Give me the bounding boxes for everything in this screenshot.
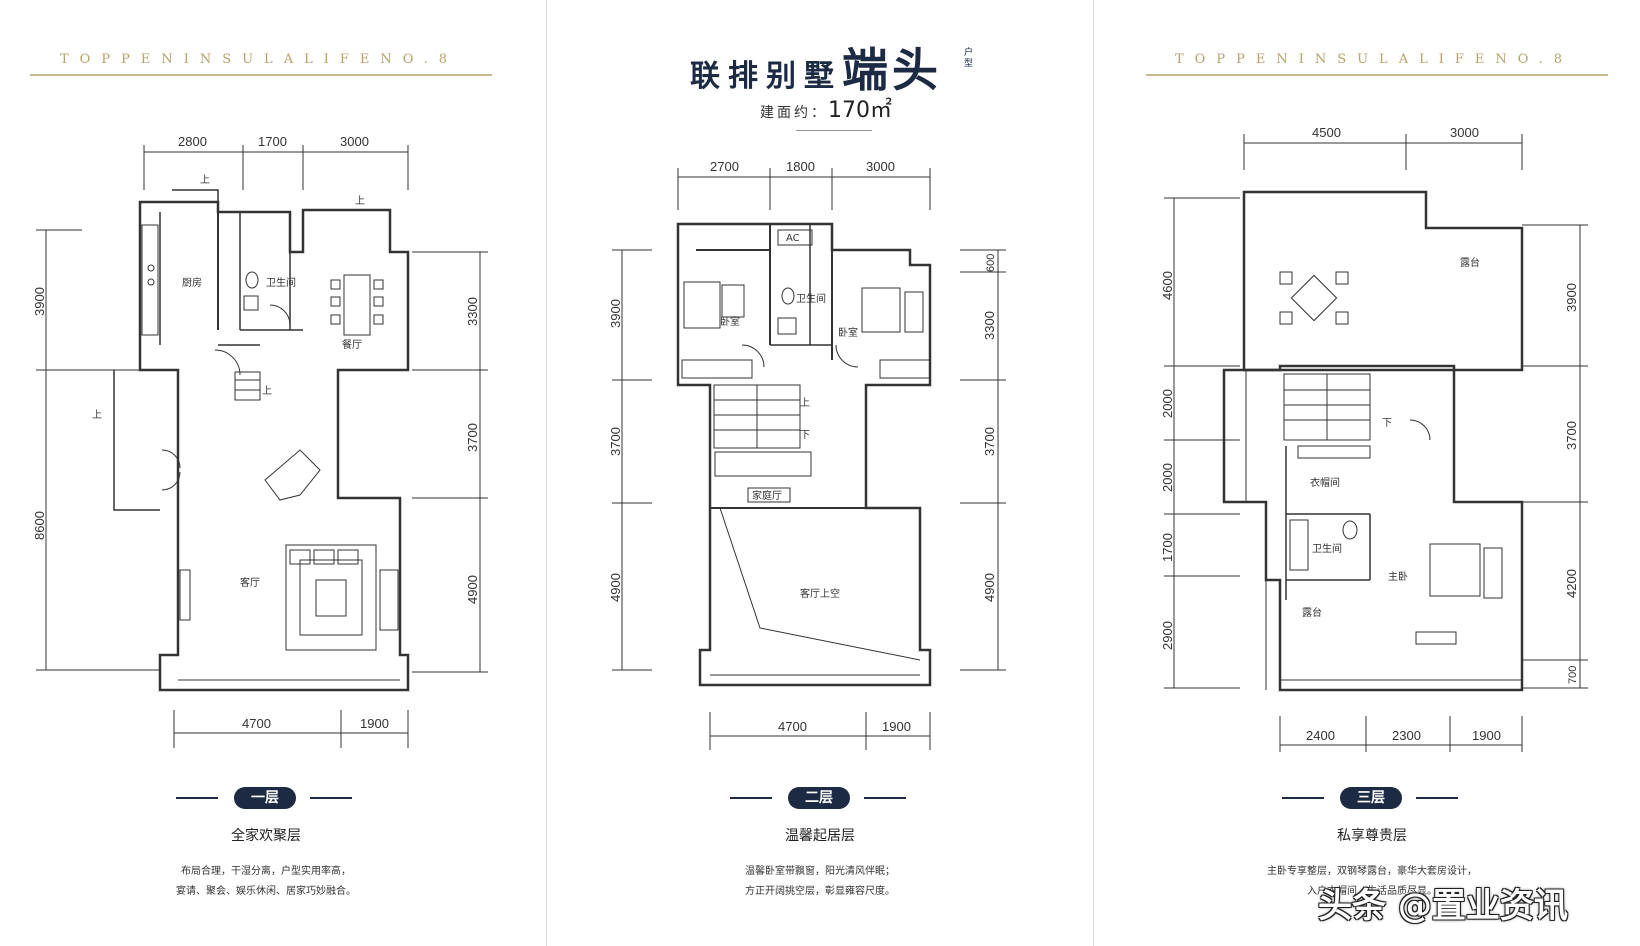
f1-dim-right-2: 3700 — [465, 423, 480, 452]
f1-label-up-1: 上 — [200, 174, 210, 186]
f2-label-up: 上 — [800, 397, 810, 409]
f3-dim-left-1: 4600 — [1160, 271, 1175, 300]
f1-room-dining: 餐厅 — [342, 338, 362, 351]
f2-dim-left-1: 3900 — [608, 299, 623, 328]
f3-room-terrace-top: 露台 — [1460, 256, 1480, 269]
f3-floor-name: 私享尊贵层 — [1337, 828, 1407, 844]
f1-dim-top-2: 1700 — [258, 134, 287, 149]
brand-rule-right — [1146, 74, 1608, 76]
f1-label-up-3: 上 — [262, 385, 272, 397]
f1-floor-tag: 一层 — [234, 787, 296, 809]
f3-label-down: 下 — [1382, 418, 1392, 429]
area-info: 建面约：170㎡ — [760, 92, 892, 124]
f3-dim-left-3: 2000 — [1160, 463, 1175, 492]
f3-dim-bottom-1: 2400 — [1306, 728, 1335, 743]
f1-label-up-2: 上 — [355, 195, 365, 207]
floor-3-plan — [1164, 134, 1588, 752]
f2-tag-line-right — [864, 797, 906, 799]
f3-tag-line-left — [1282, 797, 1324, 799]
f3-room-wardrobe: 衣帽间 — [1310, 476, 1340, 489]
f2-dim-right-4: 4900 — [982, 573, 997, 602]
f2-room-bath: 卫生间 — [796, 292, 826, 305]
f3-dim-right-2: 3700 — [1564, 421, 1579, 450]
f2-desc-line-2: 方正开阔挑空层，彰显雍容尺度。 — [745, 886, 895, 897]
f2-dim-left-3: 4900 — [608, 573, 623, 602]
f1-room-kitchen: 厨房 — [182, 276, 202, 289]
f2-desc-line-1: 温馨卧室带飘窗，阳光清风伴眠； — [745, 866, 895, 877]
f1-dim-right-1: 3300 — [465, 297, 480, 326]
f2-dim-right-3: 3700 — [982, 427, 997, 456]
f1-room-bath: 卫生间 — [266, 276, 296, 289]
f3-room-terrace-bottom: 露台 — [1302, 606, 1322, 619]
brand-text-left: TOPPENINSULALIFENO.8 — [60, 52, 459, 67]
f2-dim-bottom-2: 1900 — [882, 719, 911, 734]
f1-tag-line-left — [176, 797, 218, 799]
f1-room-living: 客厅 — [240, 576, 260, 589]
f3-dim-top-1: 4500 — [1312, 125, 1341, 140]
f1-desc-line-2: 宴请、聚会、娱乐休闲、居家巧妙融合。 — [176, 886, 356, 897]
title-suffix: 户型 — [964, 48, 974, 69]
f3-room-bath: 卫生间 — [1312, 542, 1342, 555]
f1-dim-top-3: 3000 — [340, 134, 369, 149]
f1-dim-top-1: 2800 — [178, 134, 207, 149]
f3-dim-left-5: 2900 — [1160, 621, 1175, 650]
panel-separator-left — [546, 0, 547, 946]
f1-tag-line-right — [310, 797, 352, 799]
f1-label-up-4: 上 — [92, 409, 102, 421]
f3-desc-line-1: 主卧专享整层，双钢琴露台，豪华大套房设计， — [1267, 866, 1477, 877]
f2-dim-right-1: 600 — [985, 254, 997, 272]
f1-dim-bottom-2: 1900 — [360, 716, 389, 731]
f1-floor-desc: 布局合理，干湿分离，户型实用率高， 宴请、聚会、娱乐休闲、居家巧妙融合。 — [116, 862, 416, 902]
f2-dim-bottom-1: 4700 — [778, 719, 807, 734]
f2-dim-left-2: 3700 — [608, 427, 623, 456]
f1-dim-left-1: 3900 — [32, 287, 47, 316]
brand-text-right: TOPPENINSULALIFENO.8 — [1175, 52, 1574, 67]
f1-dim-right-3: 4900 — [465, 575, 480, 604]
f2-room-void: 客厅上空 — [800, 587, 840, 600]
page-title: 联排别墅端头 — [690, 34, 942, 100]
f2-floor-desc: 温馨卧室带飘窗，阳光清风伴眠； 方正开阔挑空层，彰显雍容尺度。 — [670, 862, 970, 902]
f2-dim-top-1: 2700 — [710, 159, 739, 174]
floor-2-plan — [612, 168, 1006, 750]
f3-dim-right-1: 3900 — [1564, 283, 1579, 312]
f3-tag-line-right — [1416, 797, 1458, 799]
f2-dim-top-3: 3000 — [866, 159, 895, 174]
f2-label-ac: AC — [786, 233, 800, 244]
f3-dim-top-2: 3000 — [1450, 125, 1479, 140]
area-value: 170㎡ — [828, 98, 892, 123]
f3-dim-right-4: 700 — [1567, 666, 1579, 684]
f3-desc-line-2: 入户衣帽间，生活品质尽显。 — [1307, 886, 1437, 897]
f3-dim-bottom-2: 2300 — [1392, 728, 1421, 743]
f2-tag-line-left — [730, 797, 772, 799]
f2-room-bed-2: 卧室 — [838, 326, 858, 339]
f3-room-master: 主卧 — [1388, 570, 1408, 583]
f3-dim-left-4: 1700 — [1160, 533, 1175, 562]
f2-floor-name: 温馨起居层 — [785, 828, 855, 844]
f3-dim-bottom-3: 1900 — [1472, 728, 1501, 743]
f2-room-family: 家庭厅 — [752, 489, 782, 502]
f1-dim-bottom-1: 4700 — [242, 716, 271, 731]
area-label: 建面约： — [760, 105, 828, 121]
brand-rule-left — [30, 74, 492, 76]
f2-dim-top-2: 1800 — [786, 159, 815, 174]
panel-separator-right — [1093, 0, 1094, 946]
f3-floor-tag: 三层 — [1340, 787, 1402, 809]
floor-1-plan — [36, 145, 488, 748]
f2-label-down: 下 — [800, 430, 810, 441]
header-rule — [796, 130, 872, 131]
title-emphasis: 端头 — [842, 43, 942, 97]
f1-desc-line-1: 布局合理，干湿分离，户型实用率高， — [181, 866, 351, 877]
f1-dim-left-2: 8600 — [32, 511, 47, 540]
f2-dim-right-2: 3300 — [982, 311, 997, 340]
f2-room-bed-1: 卧室 — [720, 315, 740, 328]
f3-floor-desc: 主卧专享整层，双钢琴露台，豪华大套房设计， 入户衣帽间，生活品质尽显。 — [1222, 862, 1522, 902]
f2-floor-tag: 二层 — [788, 787, 850, 809]
watermark: 头条 @置业资讯 — [1318, 886, 1568, 926]
f3-dim-left-2: 2000 — [1160, 389, 1175, 418]
title-prefix: 联排别墅 — [690, 59, 842, 94]
f1-floor-name: 全家欢聚层 — [231, 828, 301, 844]
f3-dim-right-3: 4200 — [1564, 569, 1579, 598]
